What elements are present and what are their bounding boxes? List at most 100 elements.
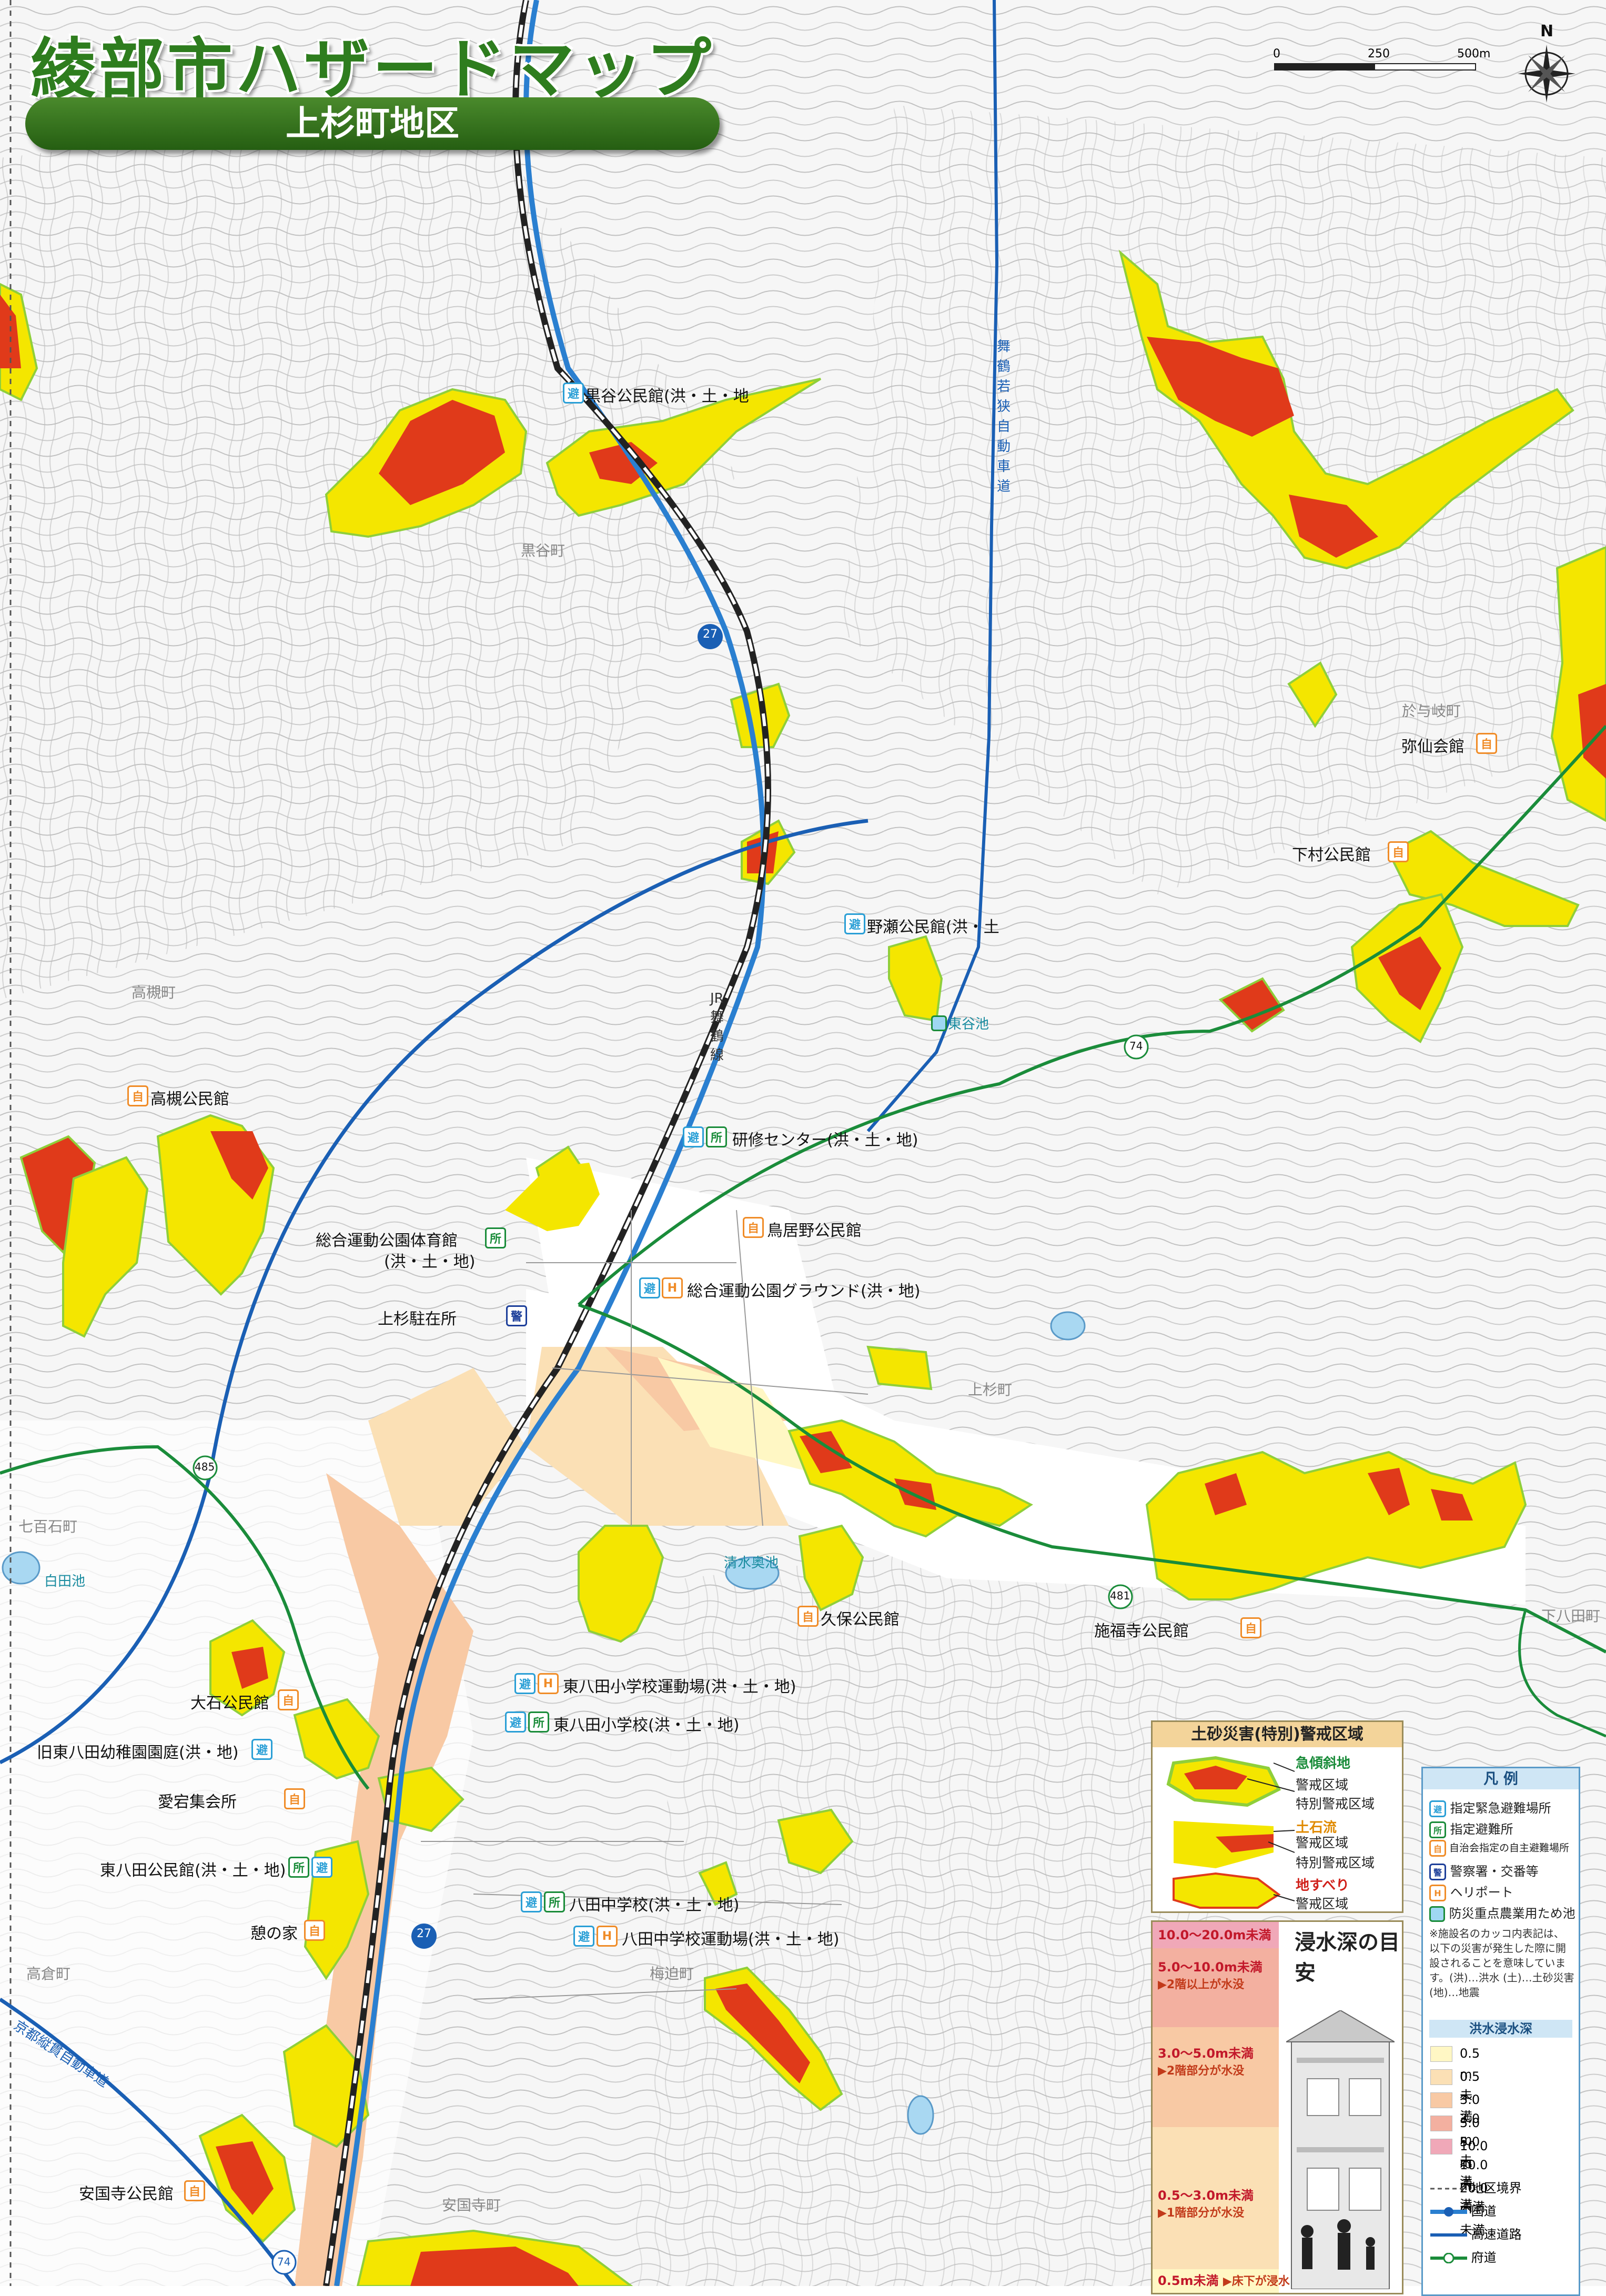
route-74-label-south: 74: [277, 2255, 291, 2268]
facility-yasen[interactable]: 弥仙会館: [1401, 738, 1464, 756]
self-evacuation-icon: 自: [127, 1085, 148, 1106]
legend-row-evacuation: 避 指定緊急避難場所: [1429, 1798, 1551, 1817]
shimizu-pond: [725, 1556, 780, 1590]
sediment-legend-swatches: [1166, 1756, 1295, 1909]
shelter-icon: 所: [485, 1227, 506, 1248]
facility-hatta-jhs-ground[interactable]: 八田中学校運動場(洪・土・地): [622, 1930, 840, 1949]
facility-hatta-jhs[interactable]: 八田中学校(洪・土・地): [569, 1896, 740, 1915]
legend-debris-flow: 土石流: [1296, 1820, 1337, 1836]
district-title: 上杉町地区: [286, 103, 459, 144]
scale-tick-0: 0: [1273, 47, 1280, 61]
evacuation-site-icon: 避: [1429, 1800, 1446, 1817]
legend-line-boundary: 地区境界: [1430, 2181, 1522, 2196]
place-nanajuku: 七百石町: [18, 1518, 78, 1535]
route-shields: [193, 624, 1149, 2275]
self-evacuation-icon: 自: [1240, 1617, 1261, 1638]
facility-shimizu-pond: 清水奥池: [724, 1555, 779, 1571]
compass-icon: [1518, 45, 1575, 103]
scale-tick-250: 250: [1368, 47, 1390, 61]
compass-north-label: N: [1540, 22, 1554, 41]
facility-former-kindergarten[interactable]: 旧東八田幼稚園園庭(洪・地): [37, 1744, 239, 1762]
route-74-label: 74: [1129, 1040, 1143, 1052]
facility-higashidani-pond: 東谷池: [948, 1016, 989, 1032]
depth-guide: 浸水深の目安 10.0～20.0m未満 5.0～10.0m未満 ▶2階以上が水没…: [1151, 1920, 1403, 2294]
heliport-icon: H: [662, 1277, 683, 1298]
depth-guide-title: 浸水深の目安: [1295, 1930, 1400, 1985]
facility-toriino[interactable]: 鳥居野公民館: [767, 1222, 862, 1240]
facility-kubo[interactable]: 久保公民館: [821, 1610, 900, 1629]
facility-atago[interactable]: 愛宕集会所: [158, 1793, 237, 1811]
evacuation-site-icon: 避: [514, 1673, 536, 1694]
self-evacuation-icon: 自: [278, 1689, 299, 1710]
evacuation-site-icon: 避: [521, 1891, 542, 1912]
legend-row-self-evacuation: 自 自治会指定の自主避難場所: [1429, 1840, 1569, 1857]
map-title: 綾部市ハザードマップ: [31, 32, 715, 107]
legend-landslide-warning: 警戒区域: [1296, 1896, 1349, 1911]
legend-line-national: 国道: [1430, 2201, 1497, 2219]
pond-icon: [931, 1015, 947, 1031]
scale-bar: 0 250 500m: [1273, 47, 1494, 89]
place-takakura: 高倉町: [26, 1965, 71, 1982]
legend-steep-special: 特別警戒区域: [1296, 1796, 1375, 1811]
facility-higashihatta-school[interactable]: 東八田小学校(洪・土・地): [553, 1716, 740, 1735]
scale-tick-500: 500m: [1457, 47, 1491, 61]
facility-kurotani[interactable]: 黒谷公民館(洪・土・地: [585, 387, 749, 406]
evacuation-site-icon: 避: [311, 1857, 332, 1878]
legend-row-police: 警 警察署・交番等: [1429, 1861, 1539, 1880]
facility-oishi[interactable]: 大石公民館: [190, 1694, 269, 1713]
self-evacuation-icon: 自: [743, 1217, 764, 1238]
police-icon: 警: [1429, 1864, 1446, 1880]
police-icon: 警: [506, 1305, 527, 1326]
facility-higashihatta-hall[interactable]: 東八田公民館(洪・土・地): [100, 1861, 286, 1880]
self-evacuation-icon: 自: [1476, 733, 1497, 754]
evacuation-site-icon: 避: [563, 382, 584, 404]
sediment-zones: [0, 249, 1606, 2286]
facility-sefukuji[interactable]: 施福寺公民館: [1094, 1622, 1189, 1640]
place-ankokuji: 安国寺町: [442, 2197, 501, 2214]
self-evacuation-icon: 自: [1388, 841, 1409, 862]
facility-kamisugi-police[interactable]: 上杉駐在所: [378, 1310, 457, 1328]
route-481-label: 481: [1110, 1589, 1130, 1602]
facility-sogo-gym[interactable]: 総合運動公園体育館: [316, 1232, 458, 1250]
evacuation-site-icon: 避: [683, 1126, 704, 1147]
facility-kenshu[interactable]: 研修センター(洪・土・地): [732, 1131, 918, 1150]
depth-band-under-05: 0.5m未満 ▶床下が浸水: [1153, 2269, 1290, 2293]
flood-depth-title: 洪水浸水深: [1429, 2020, 1572, 2038]
self-evacuation-icon: 自: [304, 1920, 325, 1941]
shelter-icon: 所: [288, 1857, 309, 1878]
place-oyugi: 於与岐町: [1402, 702, 1461, 720]
expressway-label: 舞鶴若狭自動車道: [997, 339, 1011, 495]
evacuation-site-icon: 避: [639, 1277, 660, 1298]
legend-landslide: 地すべり: [1296, 1878, 1350, 1894]
shelter-icon: 所: [544, 1891, 565, 1912]
facility-sogo-gym-note: (洪・土・地): [384, 1253, 476, 1271]
evacuation-site-icon: 避: [251, 1739, 272, 1760]
facility-takatsuki[interactable]: 高槻公民館: [150, 1090, 229, 1109]
facility-shimomura[interactable]: 下村公民館: [1292, 846, 1371, 864]
sediment-legend: 土砂災害(特別)警戒区域 急傾斜地 警戒区域 特別警戒区域 土石流 警戒区域 特…: [1151, 1720, 1403, 1913]
place-kurotani: 黒谷町: [521, 542, 565, 559]
self-evacuation-icon: 自: [184, 2180, 205, 2201]
legend-row-pond: 防災重点農業用ため池: [1429, 1903, 1575, 1922]
main-legend: 凡 例 避 指定緊急避難場所 所 指定避難所 自 自治会指定の自主避難場所 警 …: [1421, 1767, 1580, 2296]
facility-nose[interactable]: 野瀬公民館(洪・土: [867, 918, 999, 936]
self-evacuation-icon: 自: [1429, 1840, 1446, 1857]
self-evacuation-icon: 自: [797, 1606, 819, 1627]
facility-ankokuji[interactable]: 安国寺公民館: [79, 2185, 174, 2203]
place-umesako: 梅迫町: [650, 1965, 694, 1982]
evacuation-site-icon: 避: [844, 913, 865, 934]
rail-label: JR舞鶴線: [710, 991, 724, 1063]
route-27-label: 27: [703, 628, 718, 641]
legend-line-expressway: 高速道路: [1430, 2227, 1522, 2242]
heliport-icon: H: [1429, 1885, 1446, 1901]
facility-higashihatta-ground[interactable]: 東八田小学校運動場(洪・土・地): [563, 1678, 796, 1696]
facility-ikoi[interactable]: 憩の家: [250, 1925, 298, 1943]
legend-title: 凡 例: [1423, 1768, 1579, 1789]
place-takatsuki: 高槻町: [132, 984, 176, 1001]
facility-sogo-ground[interactable]: 総合運動公園グラウンド(洪・地): [687, 1282, 921, 1301]
shelter-icon: 所: [706, 1126, 727, 1147]
place-kamisugi: 上杉町: [968, 1381, 1013, 1398]
legend-debris-special: 特別警戒区域: [1296, 1855, 1375, 1870]
depth-band-05-3: 0.5～3.0m未満 ▶1階部分が水没: [1153, 2127, 1279, 2269]
